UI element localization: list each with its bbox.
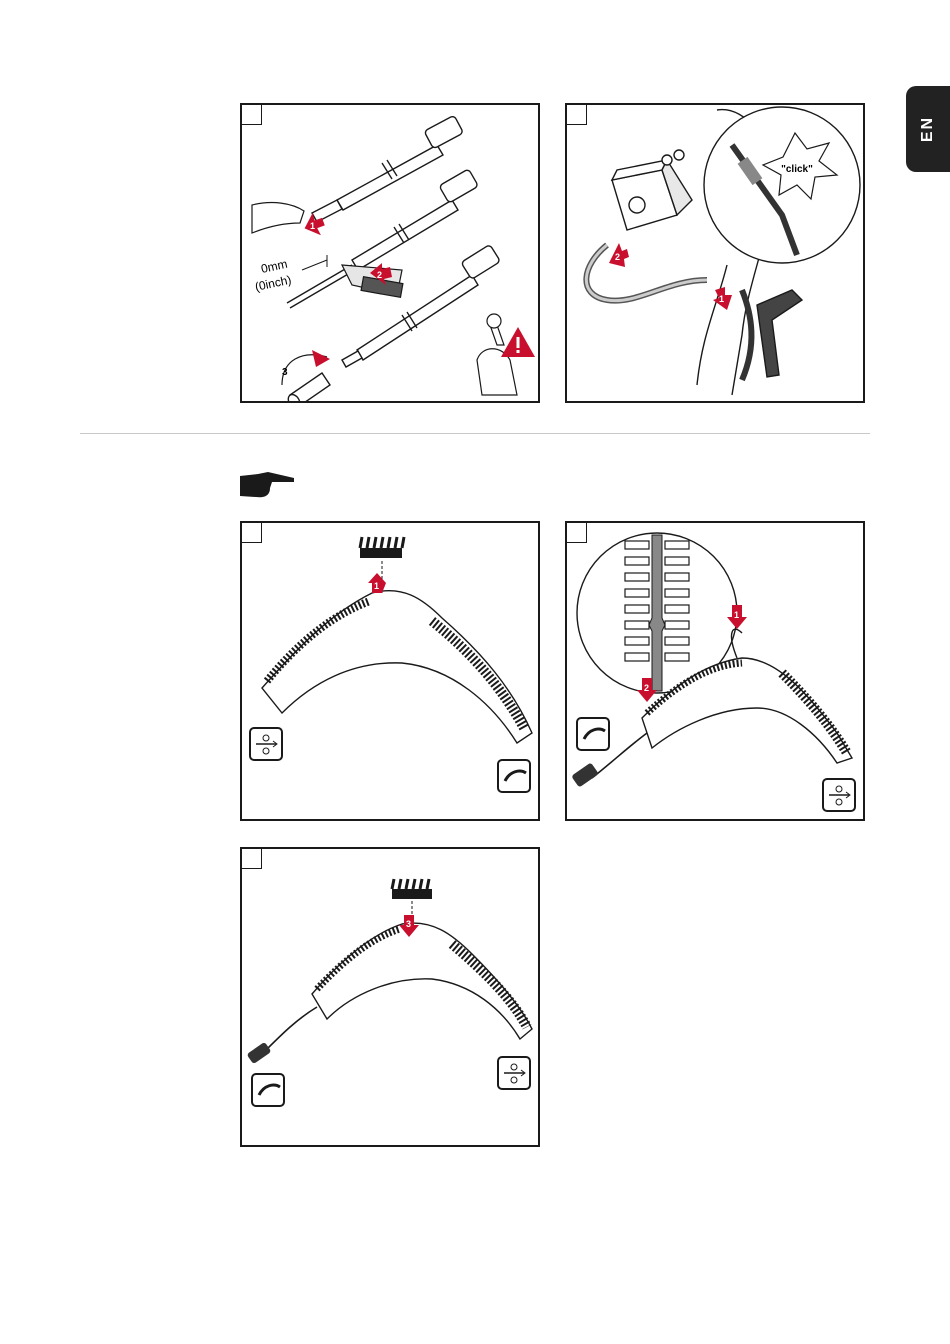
panel-insert-cable: 1 2 bbox=[565, 521, 865, 821]
svg-text:2: 2 bbox=[615, 252, 620, 262]
comb-cover bbox=[392, 879, 432, 899]
torch-icon bbox=[498, 760, 530, 792]
arrow-1-icon: 1 bbox=[368, 573, 386, 593]
panel-replace-cover: 3 bbox=[240, 847, 540, 1147]
svg-text:1: 1 bbox=[310, 221, 315, 231]
panel-remove-cover: 1 bbox=[240, 521, 540, 821]
svg-text:3: 3 bbox=[282, 367, 288, 378]
svg-text:1: 1 bbox=[719, 294, 724, 304]
torch-icon bbox=[577, 718, 609, 750]
section-divider bbox=[80, 433, 870, 434]
click-label: "click" bbox=[781, 164, 813, 175]
svg-text:3: 3 bbox=[406, 919, 411, 929]
svg-text:1: 1 bbox=[374, 581, 379, 591]
warning-icon bbox=[501, 327, 535, 357]
panel-liner-preparation: 0mm (0inch) 1 2 3 bbox=[240, 103, 540, 403]
pointing-hand-icon bbox=[238, 470, 298, 500]
svg-text:2: 2 bbox=[377, 270, 382, 280]
liner-preparation-illustration: 0mm (0inch) 1 2 3 bbox=[242, 105, 540, 403]
connector-plug bbox=[247, 1042, 272, 1064]
language-tab-label: EN bbox=[919, 116, 937, 142]
connect-hose-illustration: "click" 2 1 bbox=[567, 105, 865, 403]
panel-connect-hose: "click" 2 1 bbox=[565, 103, 865, 403]
wire-feed-icon bbox=[250, 728, 282, 760]
knife-icon bbox=[342, 265, 403, 297]
svg-text:2: 2 bbox=[644, 683, 649, 693]
arrow-2-icon: 2 bbox=[609, 243, 629, 267]
wire-feed-icon bbox=[498, 1057, 530, 1089]
replace-cover-illustration: 3 bbox=[242, 849, 540, 1147]
language-tab: EN bbox=[906, 86, 950, 172]
insert-cable-illustration: 1 2 bbox=[567, 523, 865, 821]
wire-feed-icon bbox=[823, 779, 855, 811]
remove-cover-illustration: 1 bbox=[242, 523, 540, 821]
comb-cover bbox=[360, 537, 404, 558]
dimension-inch-label: (0inch) bbox=[254, 273, 293, 294]
torch-icon bbox=[252, 1074, 284, 1106]
connector-plug bbox=[571, 762, 599, 787]
arrow-1-icon: 1 bbox=[713, 287, 732, 310]
svg-text:1: 1 bbox=[734, 610, 739, 620]
hand-icon bbox=[252, 203, 304, 233]
